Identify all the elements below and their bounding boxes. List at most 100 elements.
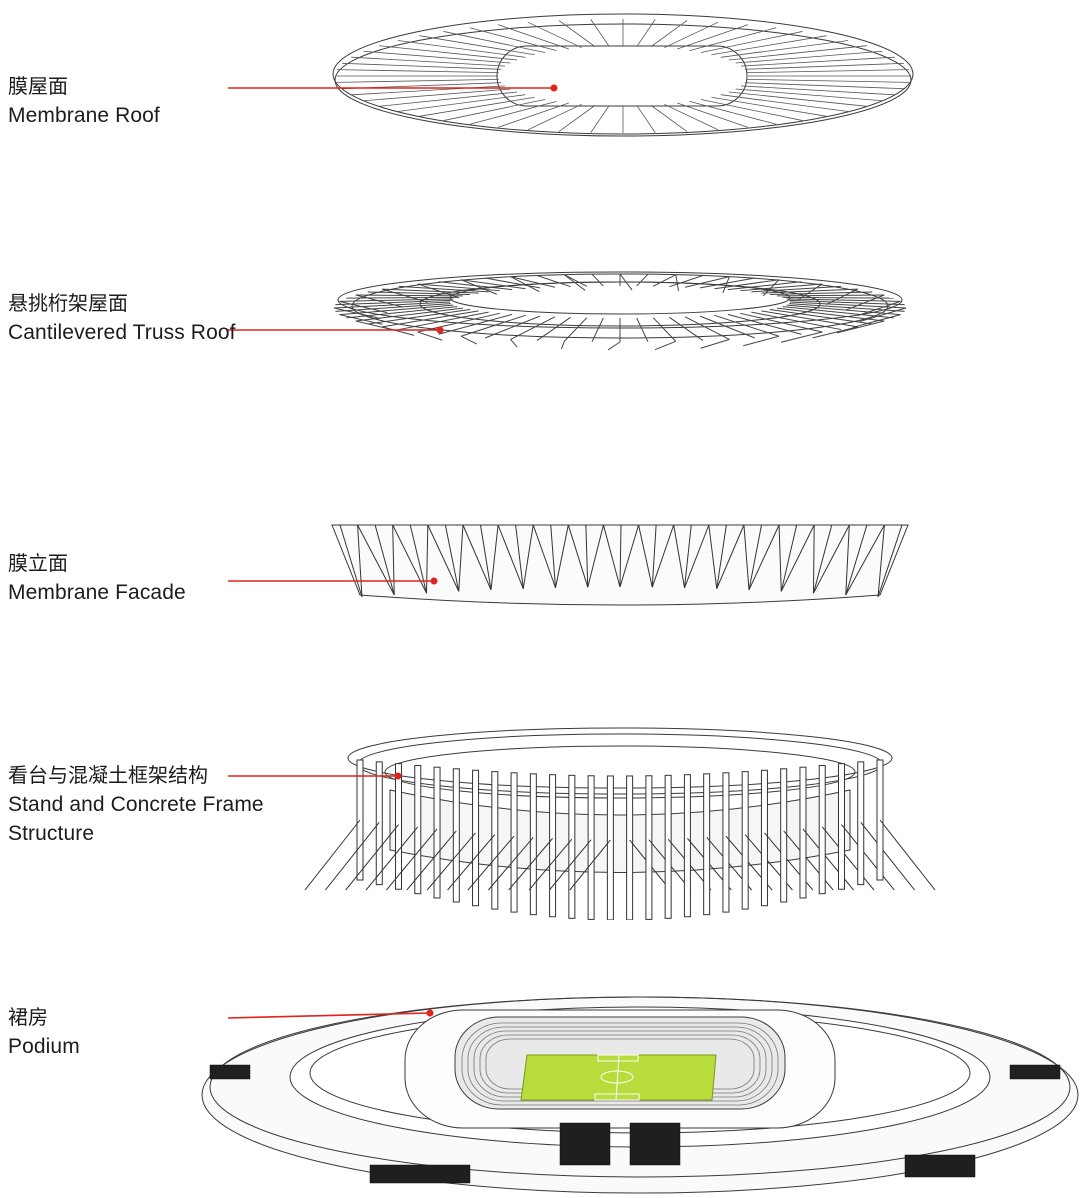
roof-rib (720, 40, 849, 58)
truss-diagonal (845, 294, 885, 311)
facade-diagonal (780, 524, 815, 592)
podium-stair (904, 1154, 976, 1178)
frame-leg (345, 824, 399, 891)
truss-roof-leader-dot (436, 326, 444, 334)
facade-mullion (716, 524, 727, 589)
frame-leg (841, 824, 895, 891)
truss-diagonal (339, 314, 383, 325)
roof-rib (747, 78, 910, 83)
truss-roof-drawing (228, 271, 907, 351)
frame-column (414, 764, 422, 895)
truss-diagonal (619, 273, 633, 291)
truss-member (652, 274, 677, 287)
roof-rib (677, 102, 749, 128)
facade-diagonal (426, 524, 429, 594)
roof-rib (558, 20, 596, 48)
roof-rib (336, 78, 499, 83)
truss-member (636, 317, 649, 343)
truss-member (591, 273, 604, 287)
podium-label-en: Podium (8, 1035, 80, 1058)
truss-member (355, 307, 464, 322)
facade-diagonal (522, 524, 534, 589)
frame-column (722, 772, 730, 913)
frame-column (375, 761, 383, 886)
facade-diagonal (458, 524, 464, 592)
roof-rib (740, 85, 895, 96)
facade-diagonal (357, 524, 395, 596)
roof-rib (397, 40, 526, 58)
roof-rib (636, 105, 656, 133)
facade-diagonal (716, 524, 745, 589)
membrane-facade-label-en: Membrane Facade (8, 581, 186, 604)
truss-member (367, 309, 471, 325)
roof-rib (728, 91, 867, 107)
truss-member (335, 299, 451, 306)
podium-stair (559, 1122, 611, 1166)
facade-diagonal (778, 524, 782, 592)
facade-diagonal (427, 524, 460, 592)
truss-member (751, 311, 842, 331)
roof-rib (351, 56, 506, 67)
roof-rib (744, 82, 904, 90)
truss-diagonal (743, 335, 780, 347)
truss-diagonal (417, 283, 460, 299)
frame-column (760, 769, 768, 907)
podium-label-zh: 裙房 (8, 1005, 48, 1029)
roof-rib (677, 24, 749, 50)
truss-member (684, 276, 730, 288)
truss-member (382, 310, 479, 328)
truss-member (398, 285, 489, 293)
truss-member (510, 316, 556, 340)
membrane-facade-label-zh: 膜立面 (8, 551, 68, 575)
layer-cantilevered-truss-roof: 悬挑桁架屋面 Cantilevered Truss Roof (0, 260, 1080, 370)
facade-diagonal (587, 524, 604, 588)
facade-diagonal (462, 524, 492, 591)
truss-member (382, 288, 479, 294)
roof-rib (527, 103, 582, 131)
roof-rib (342, 62, 502, 70)
truss-member (789, 303, 905, 312)
facade-diagonal (490, 524, 499, 590)
frame-column (510, 772, 518, 913)
truss-member (536, 316, 571, 341)
membrane-roof-drawing (228, 13, 914, 137)
truss-member (727, 281, 802, 291)
truss-member (786, 304, 901, 316)
truss-member (335, 303, 451, 312)
membrane-roof-label-zh: 膜屋面 (8, 74, 68, 98)
truss-roof-label: 悬挑桁架屋面 Cantilevered Truss Roof (8, 289, 236, 347)
roof-rib (735, 50, 883, 64)
truss-member (751, 285, 842, 293)
truss-member (761, 288, 858, 294)
roof-rib (689, 101, 777, 125)
frame-column (857, 761, 865, 886)
frame-leg (549, 839, 592, 891)
facade-diagonal (567, 524, 589, 588)
roof-rib (379, 45, 518, 61)
stand-frame-leader-dot (394, 772, 402, 780)
roof-rib (689, 27, 777, 51)
truss-member (510, 276, 556, 288)
frame-column (568, 774, 576, 919)
roof-rib (650, 20, 688, 48)
facade-diagonal (392, 524, 427, 594)
roof-rib (419, 35, 535, 56)
facade-mullion (780, 524, 798, 592)
frame-leg (406, 830, 457, 891)
truss-diagonal (510, 276, 540, 293)
seat-row (461, 1022, 779, 1106)
frame-leg (467, 835, 515, 891)
frame-column (818, 764, 826, 895)
truss-member (714, 279, 779, 290)
truss-member (786, 298, 901, 302)
truss-member (355, 294, 463, 297)
roof-rib (744, 62, 904, 70)
truss-member (777, 294, 885, 297)
roof-rib (590, 105, 610, 133)
podium-stair (209, 1064, 251, 1080)
truss-diagonal (857, 300, 901, 317)
roof-rib (636, 19, 656, 47)
facade-mullion (684, 524, 692, 588)
truss-member (776, 307, 885, 322)
facade-mullion (550, 524, 556, 588)
